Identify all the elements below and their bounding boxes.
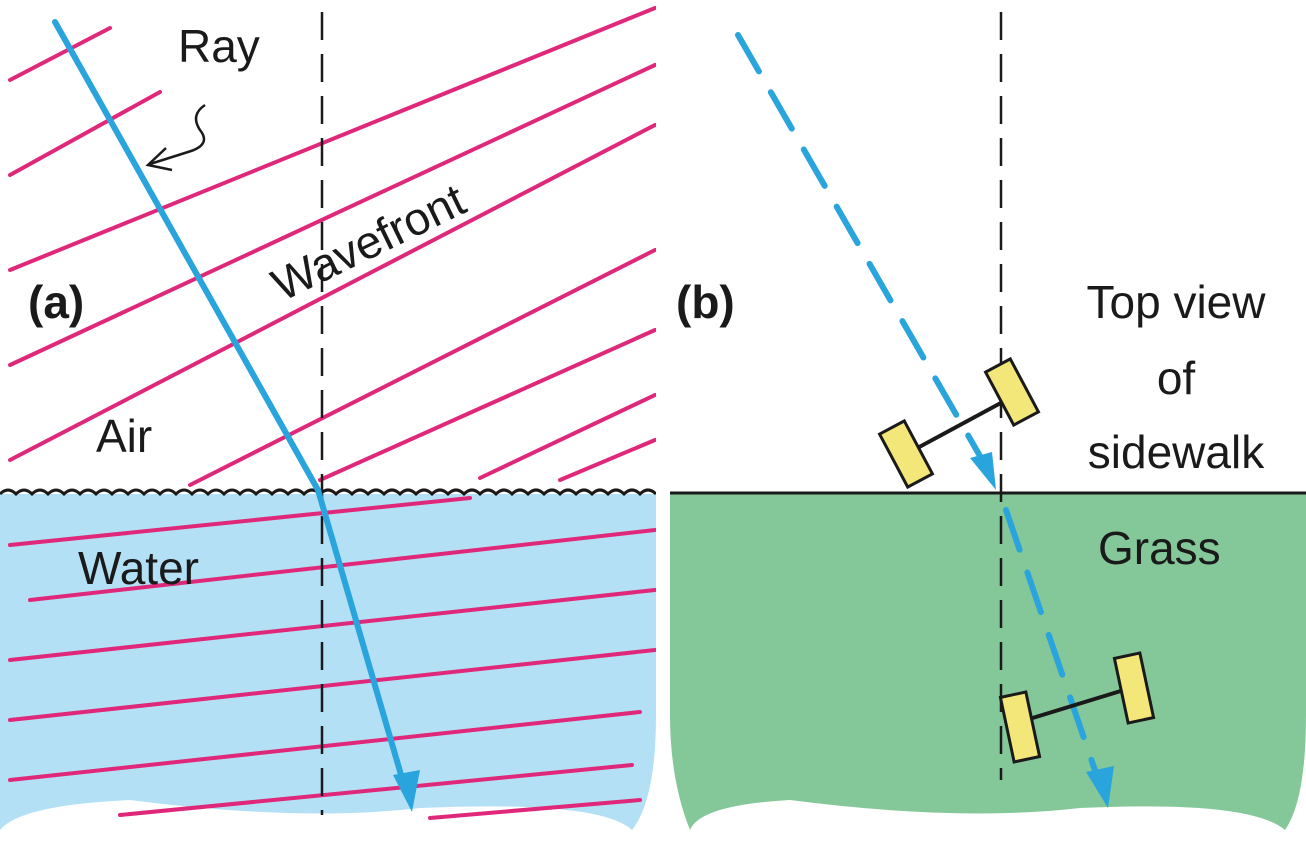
water-wavefronts — [8, 496, 656, 820]
wheel-left — [877, 418, 935, 490]
air-wavefront — [8, 26, 112, 82]
panel-a: Ray Wavefront (a) Air Water — [0, 6, 656, 830]
air-wavefront — [188, 248, 656, 487]
wheel-right — [983, 356, 1041, 428]
ray-arrowhead — [393, 770, 420, 812]
panel-b: (b) Top view of sidewalk Grass — [670, 12, 1306, 830]
axle-bar — [909, 396, 1011, 454]
air-wavefront — [8, 63, 656, 367]
air-wavefront — [478, 393, 656, 480]
wheel-left — [998, 690, 1042, 764]
air-wavefront — [318, 328, 656, 482]
sidewalk-label-line2: of — [1157, 352, 1196, 404]
water-wavefront — [118, 763, 634, 817]
ray-label: Ray — [178, 20, 260, 72]
water-surface — [0, 488, 656, 497]
axle-bar — [1025, 688, 1125, 722]
panel-b-tag: (b) — [676, 276, 735, 328]
ray-pointer-arrowhead — [145, 147, 173, 172]
axle-on-grass — [998, 651, 1156, 764]
panel-a-tag: (a) — [28, 276, 84, 328]
grass-region — [670, 493, 1306, 830]
ray-line — [52, 19, 407, 788]
air-wavefront — [558, 438, 656, 482]
water-label: Water — [78, 542, 199, 594]
air-wavefront — [8, 90, 162, 177]
air-wavefronts — [8, 6, 656, 487]
refracted-arrowhead — [1086, 766, 1114, 808]
wavefront-label: Wavefront — [264, 173, 474, 311]
water-wavefront — [8, 648, 656, 722]
axle-on-sidewalk — [877, 356, 1041, 490]
water-wavefront — [8, 496, 472, 547]
refracted-path — [1003, 507, 1103, 788]
sidewalk-label-line3: sidewalk — [1088, 426, 1265, 478]
air-wavefront — [8, 6, 656, 272]
air-label: Air — [96, 410, 152, 462]
ray-pointer-squiggle — [149, 103, 206, 166]
water-wavefront — [8, 710, 642, 782]
water-wavefront — [8, 588, 656, 662]
grass-label: Grass — [1098, 522, 1221, 574]
water-wavefront — [428, 798, 642, 820]
water-region — [0, 494, 656, 830]
wheel-right — [1112, 651, 1156, 725]
air-wavefront — [8, 123, 656, 462]
incoming-arrowhead — [970, 452, 996, 490]
sidewalk-label-line1: Top view — [1087, 276, 1267, 328]
incoming-path — [735, 32, 991, 473]
